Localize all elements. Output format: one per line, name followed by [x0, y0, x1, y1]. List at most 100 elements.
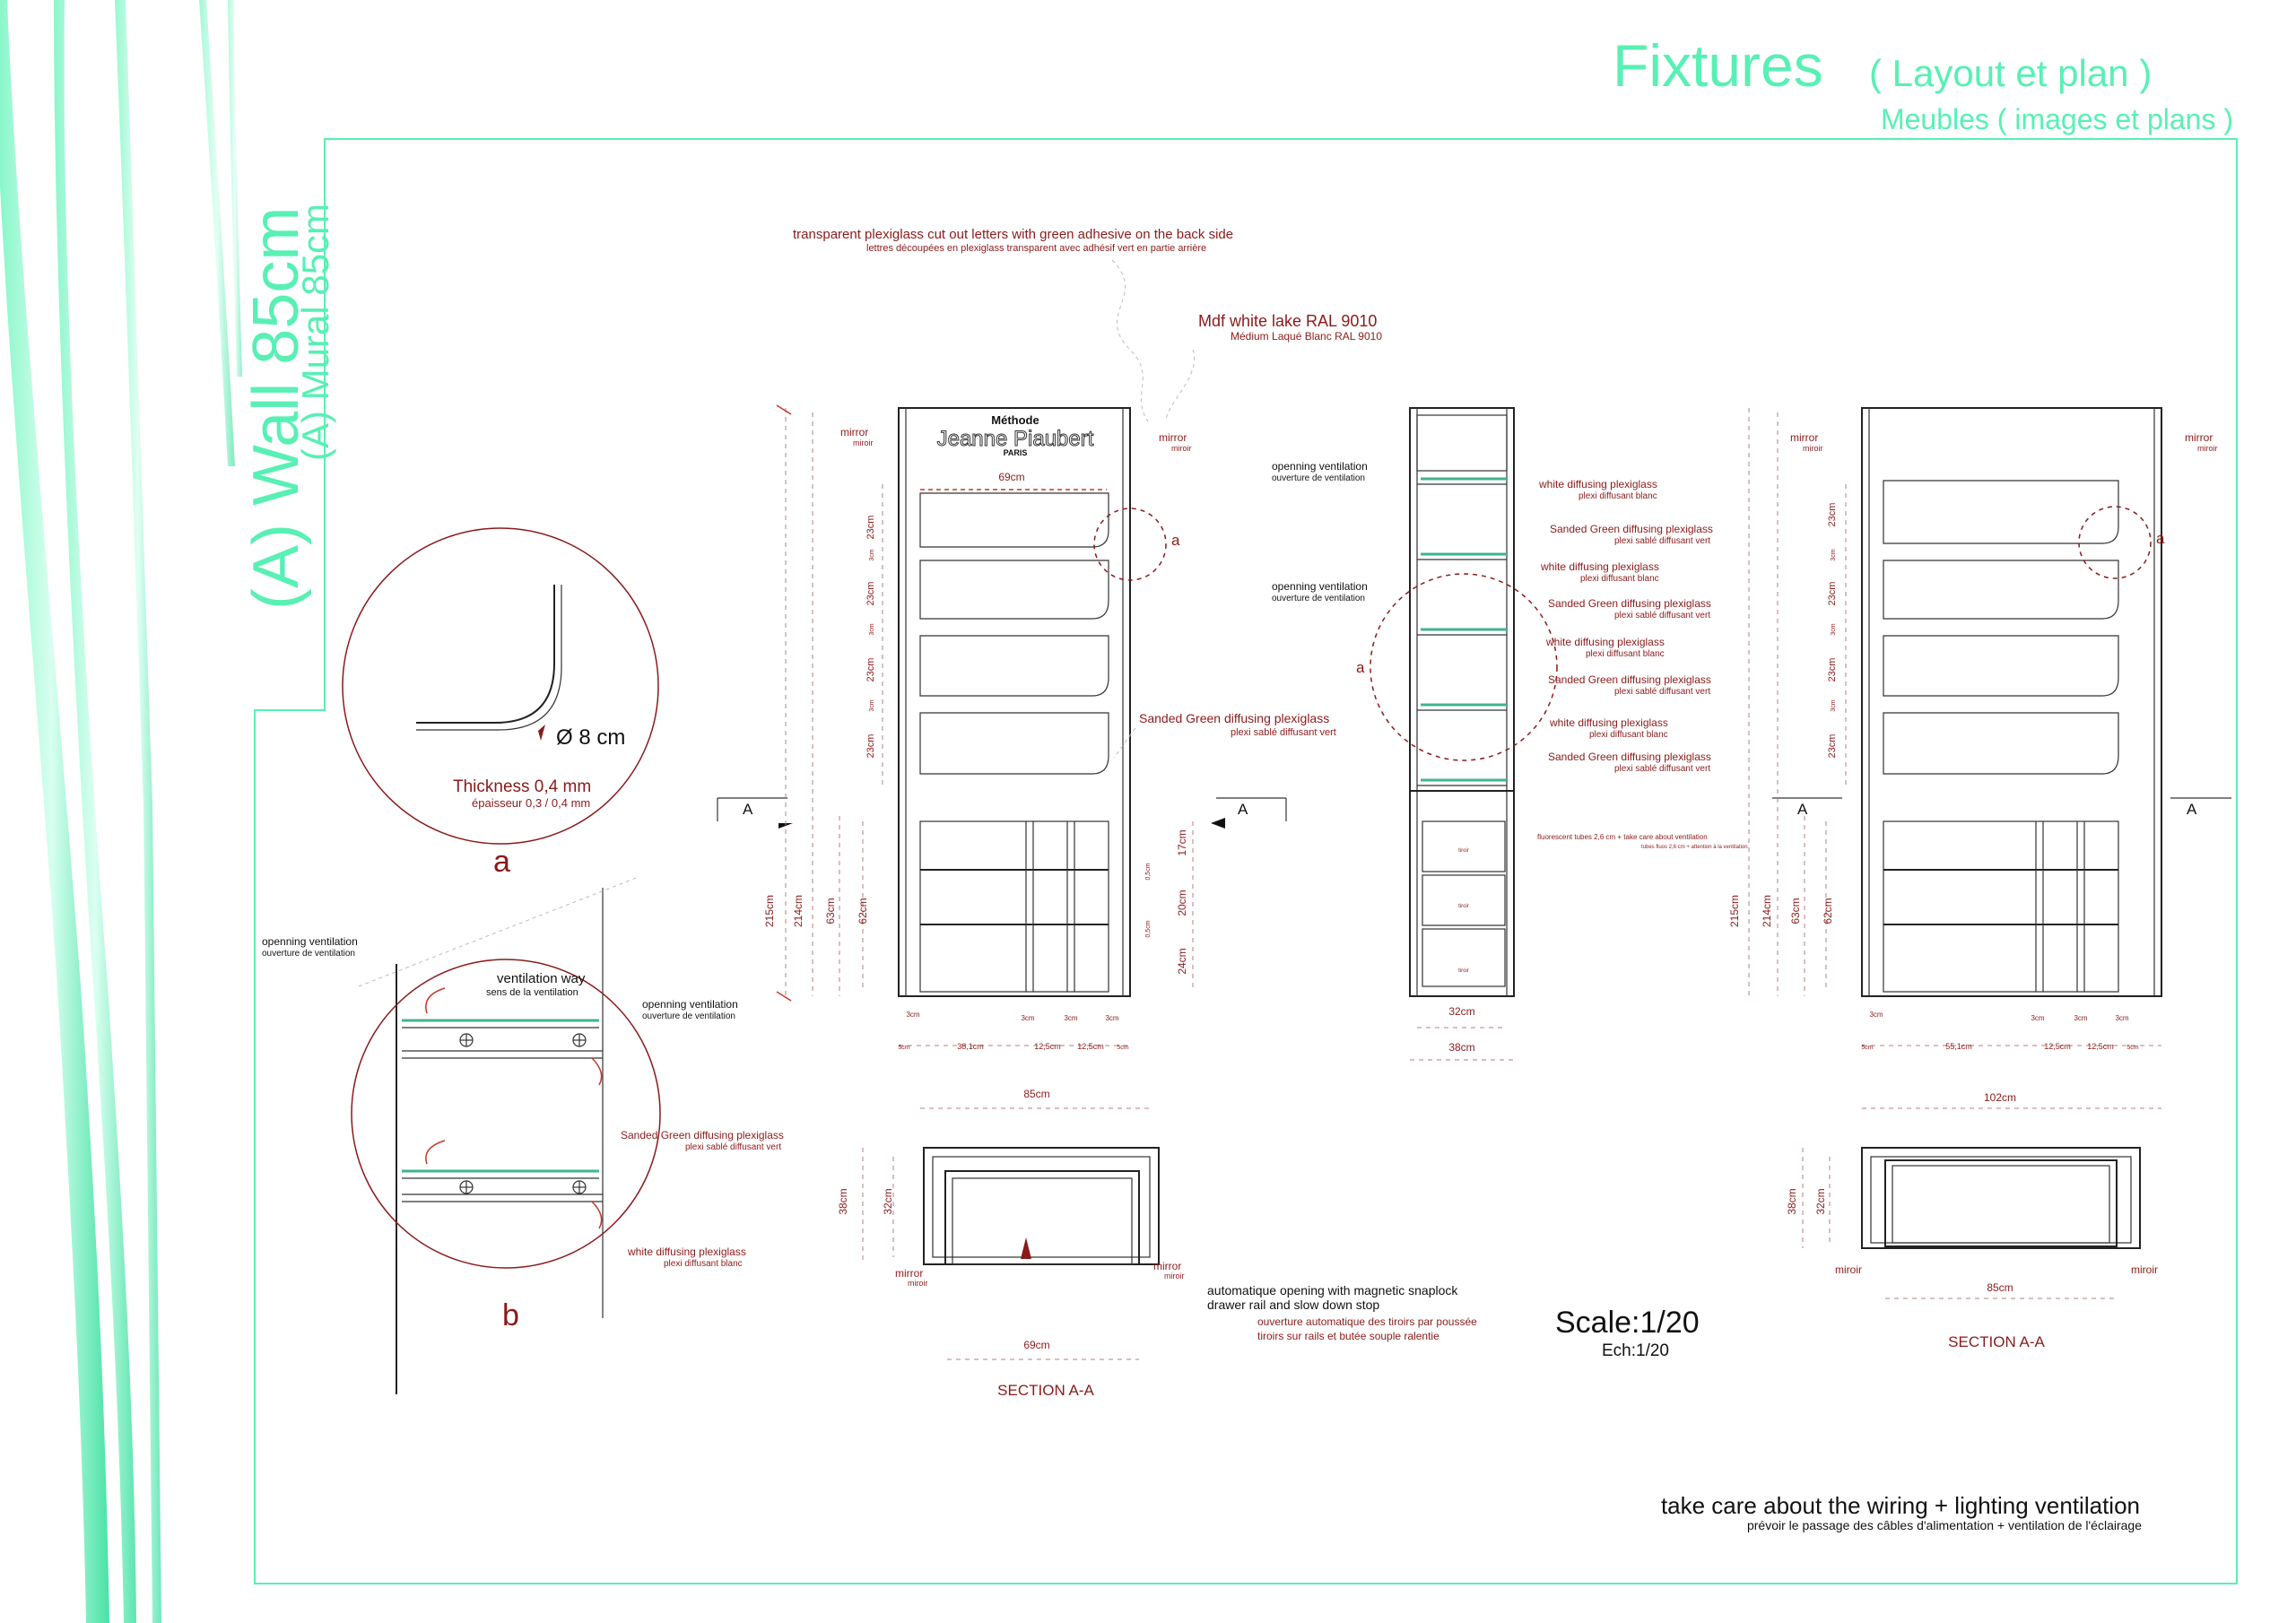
page-subtitle: Meubles ( images et plans ) — [1881, 103, 2233, 135]
letters-note-fr: lettres découpées en plexiglass transpar… — [866, 243, 1206, 254]
mirror-fr-label-right: miroir — [1171, 444, 1192, 453]
section-left: 38cm 32cm mirror miroir mirror miroir 69… — [837, 1147, 1477, 1399]
section-mark-right: A — [1238, 801, 1248, 818]
dim-38-label: 38cm — [1786, 1188, 1798, 1214]
dim-214-label: 214cm — [792, 895, 804, 927]
drawer-label: tiroir — [1458, 968, 1469, 974]
bottom-dim-label: 5cm — [1861, 1045, 1873, 1051]
shelf-dim-label: 23cm — [1827, 582, 1838, 606]
white-fr-label: plexi diffusant blanc — [1578, 491, 1657, 501]
corner-profile-outer — [416, 585, 555, 724]
bottom-dim-label: 3cm — [2115, 1014, 2128, 1022]
mirror-label: mirror — [895, 1267, 923, 1280]
vent-open-label: openning ventilation — [262, 935, 358, 948]
width-69-label: 69cm — [1023, 1339, 1049, 1351]
bottom-dim-label: 3cm — [2074, 1014, 2087, 1022]
bottom-dim-label: 3cm — [1869, 1011, 1883, 1019]
gap-dim-label: 3cm — [869, 623, 875, 635]
bottom-dim-label: 12,5cm — [2044, 1042, 2071, 1051]
dim-05-label: 0,5cm — [1145, 863, 1152, 880]
gap-dim-label: 3cm — [1831, 549, 1837, 560]
dim-215-label: 215cm — [763, 895, 776, 927]
shelf-dim-label: 23cm — [865, 658, 876, 682]
drawer — [1422, 874, 1506, 926]
drawer-block — [919, 820, 1109, 993]
mirror-fr-label-left: miroir — [853, 438, 874, 447]
green-border-frame — [254, 138, 2238, 1584]
push-arrow-icon — [1021, 1237, 1031, 1259]
corner-profile-inner — [416, 585, 562, 731]
bottom-dim-label: 12,5cm — [2087, 1042, 2114, 1051]
detail-a-ref: a — [1171, 532, 1180, 549]
drawer-label: tiroir — [1458, 848, 1469, 854]
airflow-arrow-icon — [425, 1140, 446, 1165]
sanded-fr-label: plexi sablé diffusant vert — [1614, 611, 1710, 621]
white-fr-label: plexi diffusant blanc — [664, 1259, 743, 1269]
detail-a: Ø 8 cm Thickness 0,4 mm épaisseur 0,3 / … — [342, 527, 659, 879]
dim-20-label: 20cm — [1176, 890, 1188, 916]
drawer-rail-fr-label: tiroirs sur rails et butée souple ralent… — [1257, 1330, 1439, 1342]
dim-32-label: 32cm — [882, 1188, 894, 1214]
sanded-label: Sanded Green diffusing plexiglass — [1550, 523, 1713, 535]
dim-38-label: 38cm — [1448, 1041, 1474, 1054]
white-label: white diffusing plexiglass — [627, 1245, 746, 1258]
decorative-green-stripes — [0, 0, 242, 1623]
white-fr-label: plexi diffusant blanc — [1586, 649, 1665, 659]
white-label: white diffusing plexiglass — [1549, 716, 1668, 729]
drawer-block — [1883, 820, 2119, 993]
drawer-section — [1884, 1159, 2118, 1247]
logo-main-text: Jeanne Piaubert — [937, 427, 1094, 451]
page-title-paren: ( Layout et plan ) — [1869, 52, 2152, 94]
logo-sub-text: PARIS — [1004, 448, 1028, 457]
display-shelf — [1883, 560, 2119, 620]
sanded-fr-label: plexi sablé diffusant vert — [1231, 727, 1336, 738]
thickness-fr-label: épaisseur 0,3 / 0,4 mm — [472, 796, 590, 810]
width-85-label: 85cm — [1987, 1281, 2013, 1294]
front-view: transparent plexiglass cut out letters w… — [717, 227, 1382, 1109]
white-label: white diffusing plexiglass — [1545, 636, 1665, 648]
radius-arrow-icon — [538, 725, 545, 741]
dim-63-label: 63cm — [824, 898, 837, 924]
sanded-fr-label: plexi sablé diffusant vert — [1614, 687, 1710, 697]
vent-open2-label: openning ventilation — [642, 998, 738, 1011]
mirror-label-left: mirror — [840, 426, 868, 438]
mirror-fr-label-right: miroir — [2197, 444, 2218, 453]
section-title: SECTION A-A — [1948, 1333, 2045, 1350]
bottom-dim-label: 3cm — [2031, 1014, 2044, 1022]
vent-open-fr-label: ouverture de ventilation — [262, 949, 355, 959]
sanded-label: Sanded Green diffusing plexiglass — [1548, 597, 1711, 610]
detail-a-callout — [1370, 573, 1558, 761]
miroir-label: miroir — [1835, 1263, 1862, 1276]
dim-215-label: 215cm — [1728, 895, 1741, 927]
scale-fr-label: Ech:1/20 — [1602, 1341, 1669, 1360]
detail-a-ref: a — [1356, 659, 1365, 676]
section-mark-left: A — [743, 801, 753, 818]
detail-a-circle — [342, 527, 659, 845]
dim-38-label: 38cm — [837, 1188, 849, 1214]
side-view: tiroir tiroir tiroir a openning ventilat… — [1272, 407, 1748, 1061]
side-title: (A) Wall 85cm — [240, 207, 312, 610]
detail-a-callout — [2078, 506, 2152, 579]
right-view: mirror miroir mirror miroir a 23cm 23cm … — [1728, 407, 2231, 1350]
front-cabinet-outline — [898, 407, 1131, 997]
white-label: white diffusing plexiglass — [1540, 560, 1659, 573]
detail-b-circle — [351, 959, 661, 1269]
mirror-label: mirror — [1153, 1260, 1181, 1272]
footer-note: take care about the wiring + lighting ve… — [1661, 1492, 2140, 1519]
mirror-label-left: mirror — [1790, 431, 1818, 444]
display-shelf — [919, 712, 1109, 775]
shelf-dim-label: 23cm — [865, 582, 876, 606]
section-outline — [923, 1147, 1160, 1265]
drawer — [1422, 928, 1506, 987]
detail-a-label: a — [493, 845, 510, 879]
width-69-label: 69cm — [998, 471, 1024, 483]
dim-62-label: 62cm — [1822, 898, 1834, 924]
mirror-fr-label-left: miroir — [1803, 444, 1823, 453]
vent1-fr-label: ouverture de ventilation — [1272, 473, 1365, 483]
bottom-dim-label: 3cm — [1021, 1014, 1034, 1022]
drawer-rail-label: drawer rail and slow down stop — [1207, 1298, 1379, 1312]
bottom-dim-label: 3cm — [906, 1011, 919, 1019]
white-fr-label: plexi diffusant blanc — [1589, 730, 1668, 740]
shelf-dim-label: 23cm — [1827, 734, 1838, 759]
